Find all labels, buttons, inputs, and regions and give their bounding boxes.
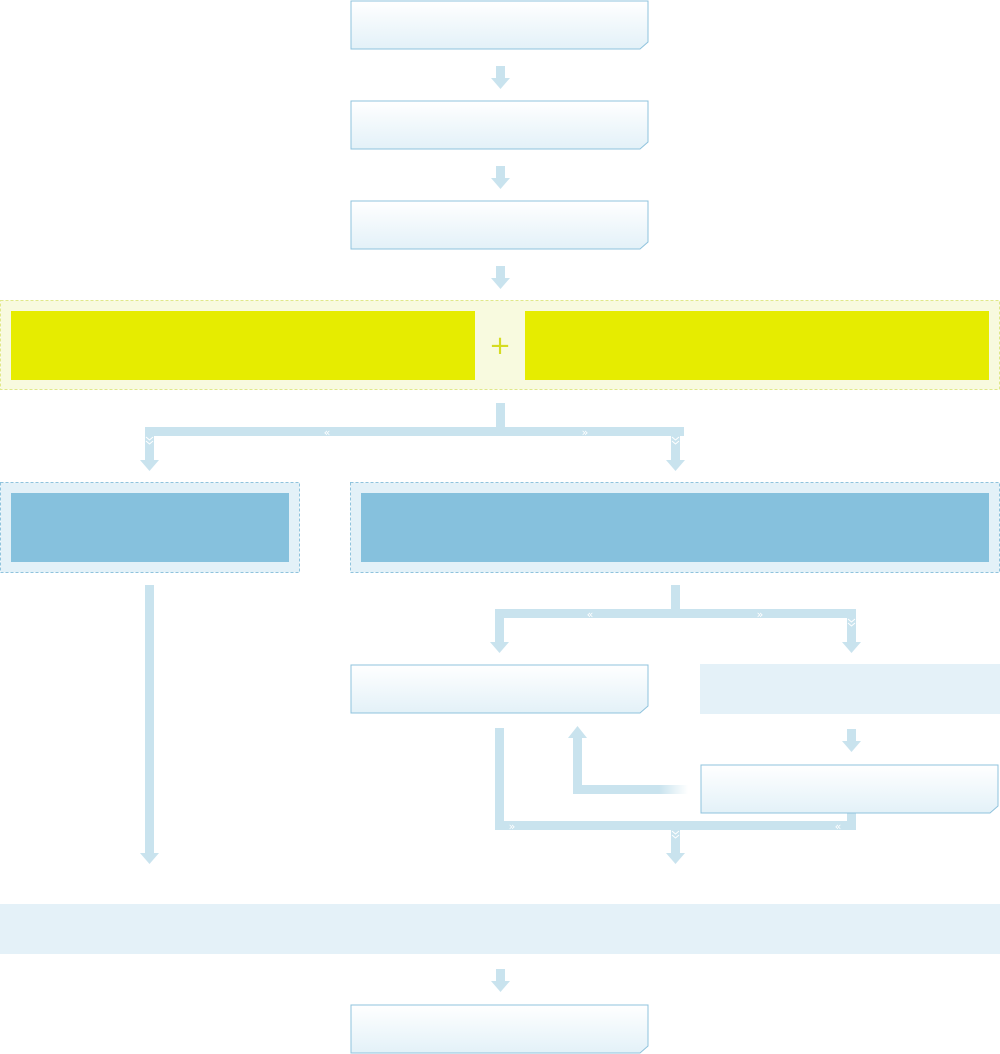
arrow-step3-to-highlight	[491, 266, 510, 289]
sub-right-top-box	[700, 664, 1000, 714]
chevron-down-icon	[145, 436, 154, 445]
branch-left-box	[11, 493, 289, 562]
branch-left-group	[0, 482, 300, 573]
merge-bar	[0, 904, 1000, 954]
sub-left-box	[350, 664, 649, 714]
chevron-split-left: «	[324, 426, 331, 439]
chevron-down-icon	[671, 830, 680, 839]
chevron-split-right: »	[582, 426, 589, 439]
branch-right-box	[361, 493, 989, 562]
branch-right-group	[350, 482, 1000, 573]
chevron-sub-left: «	[587, 608, 594, 621]
arrow-step1-to-step2	[491, 66, 510, 89]
chevron-sub-right: »	[757, 608, 764, 621]
left-long-connector	[140, 585, 159, 864]
step-3-box	[350, 200, 649, 250]
highlight-group: +	[0, 300, 1000, 390]
chevron-merge-left: »	[509, 820, 516, 833]
step-2-box	[350, 100, 649, 150]
plus-icon: +	[489, 331, 511, 361]
arrow-step2-to-step3	[491, 166, 510, 189]
highlight-right-box	[525, 311, 989, 380]
arrow-subtop-to-subbottom	[842, 729, 861, 752]
connector-chevrons: « » « » » «	[145, 426, 856, 839]
split-connector-middle	[490, 585, 861, 653]
final-step-box	[350, 1004, 649, 1054]
sub-right-bottom-box	[700, 764, 999, 814]
chevron-down-icon	[847, 618, 856, 627]
chevron-down-icon	[671, 436, 680, 445]
highlight-left-box	[11, 311, 475, 380]
arrow-merge-to-final	[491, 969, 510, 992]
feedback-connector	[568, 726, 688, 794]
chevron-merge-right: «	[835, 820, 842, 833]
step-1-box	[350, 0, 649, 50]
split-connector-top	[140, 403, 685, 471]
